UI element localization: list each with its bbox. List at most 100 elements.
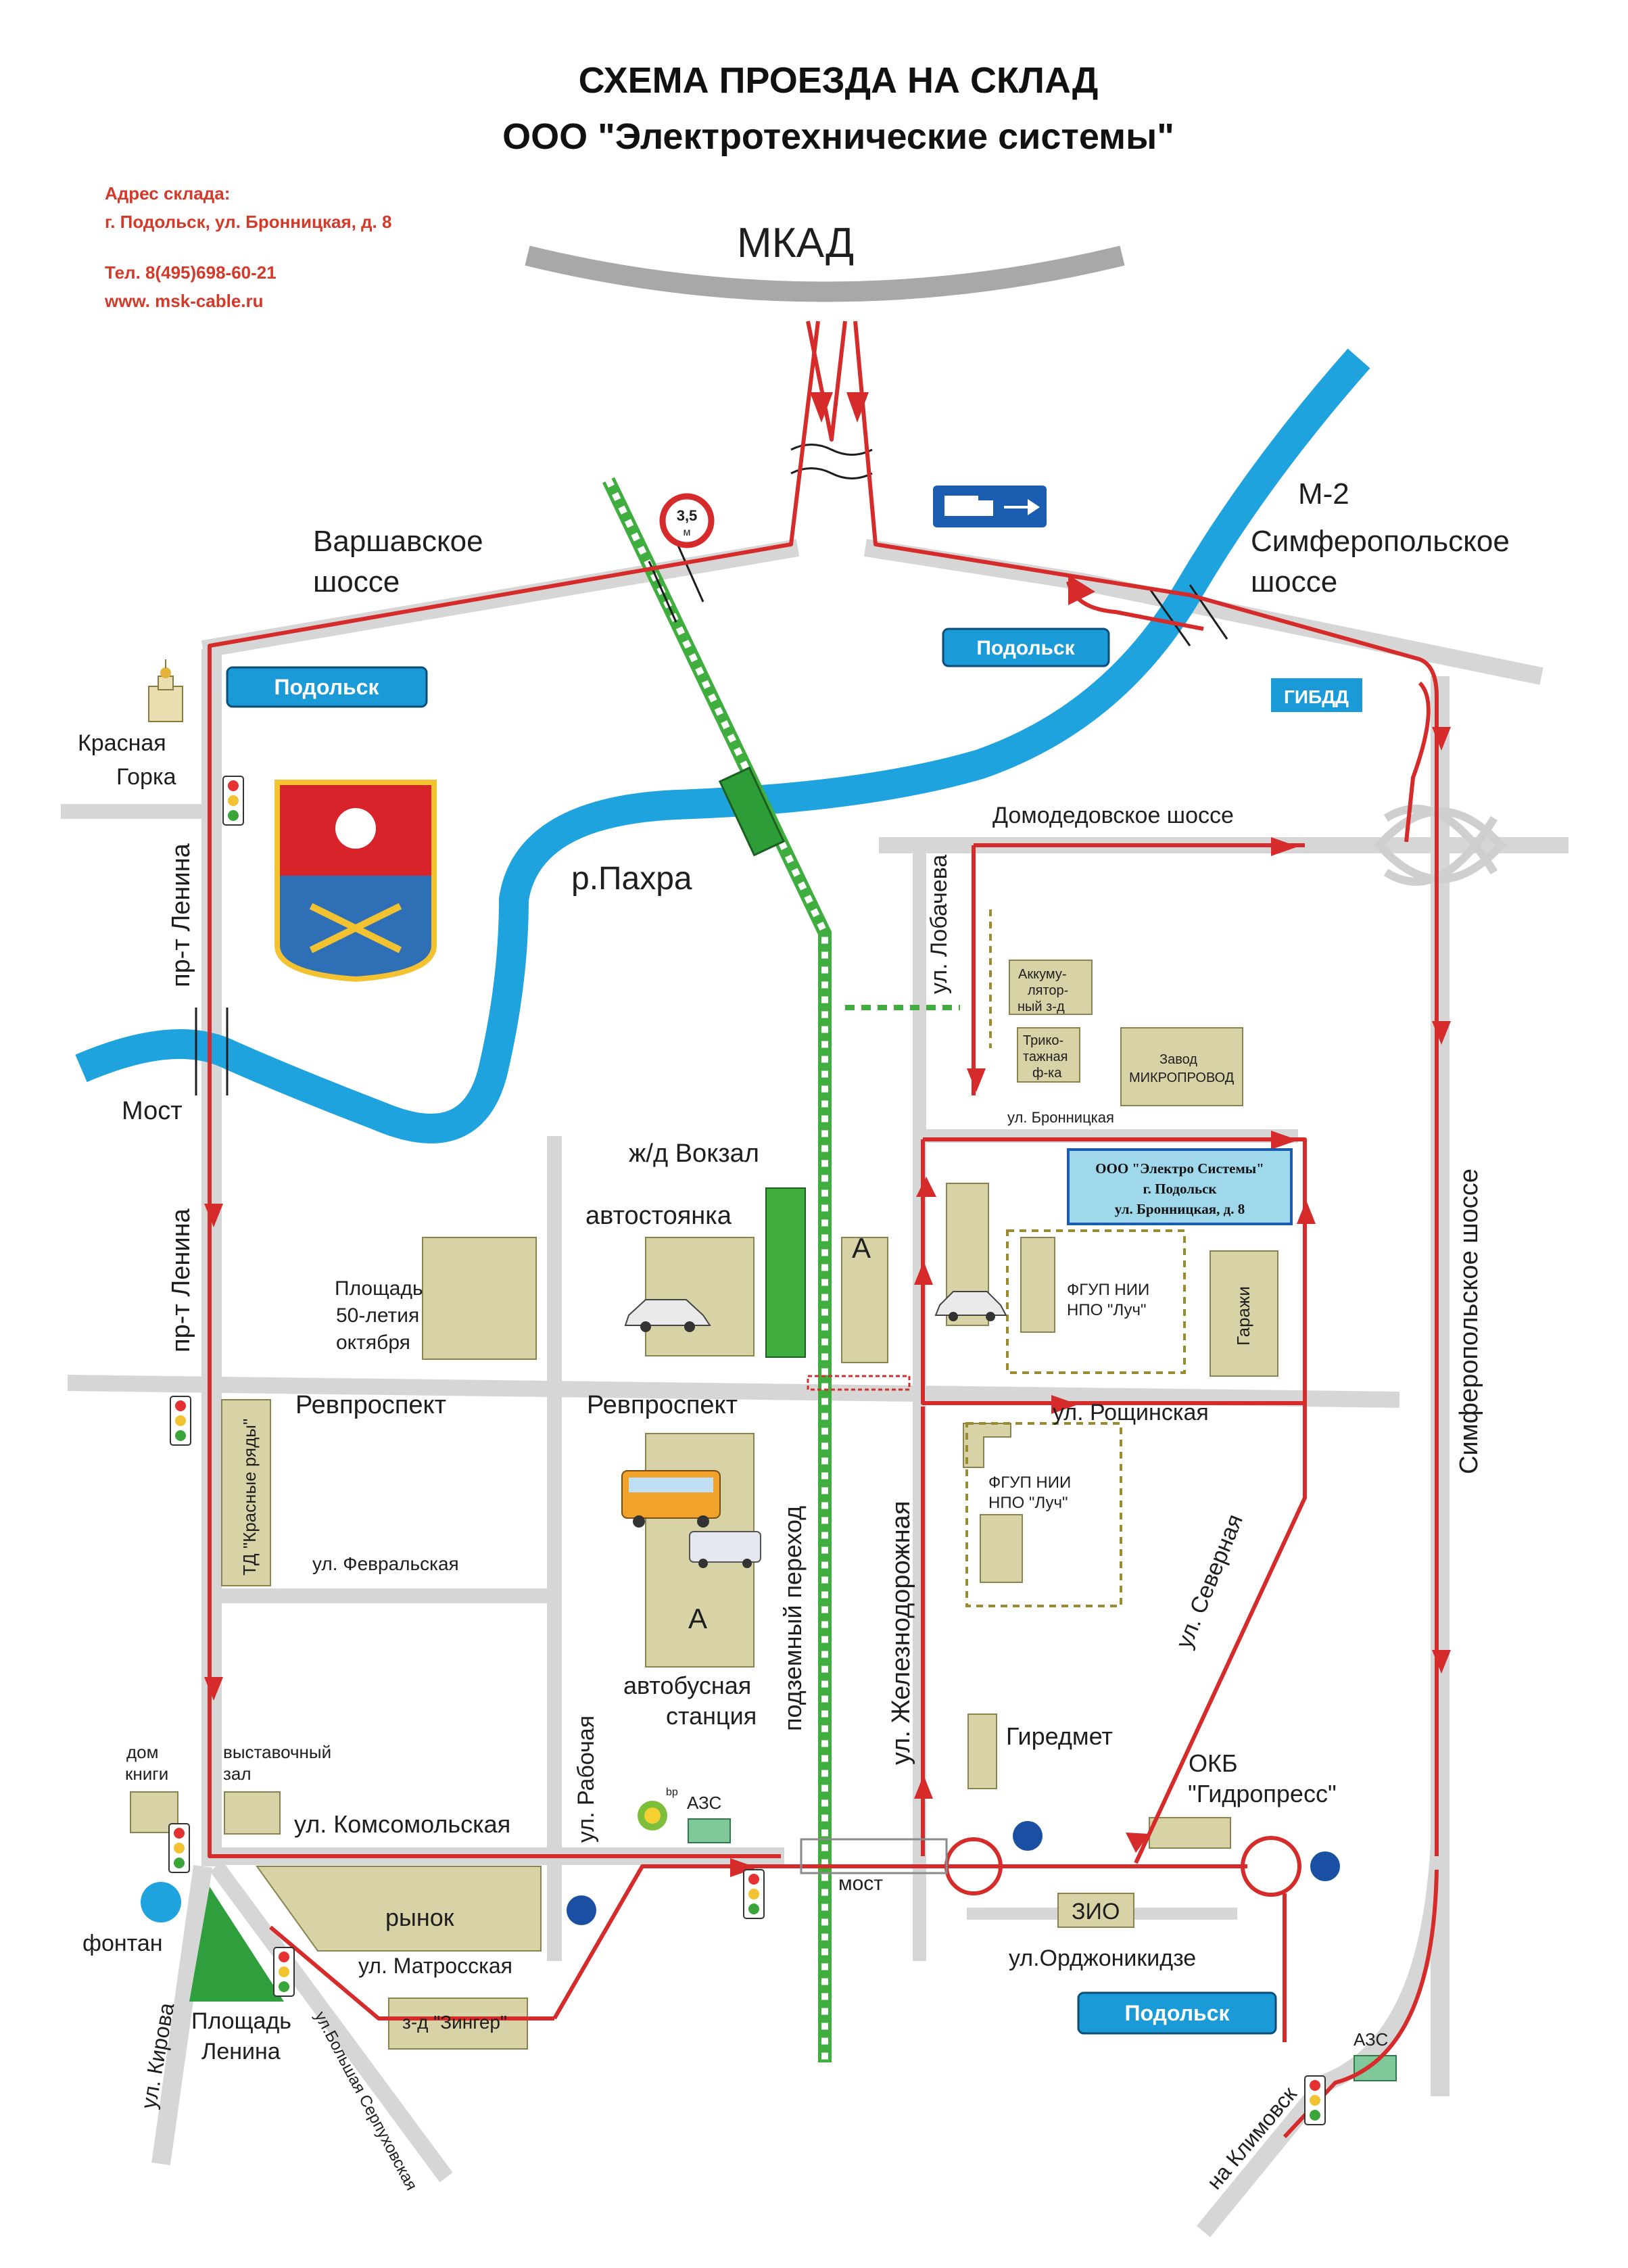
svg-text:октября: октября (336, 1331, 410, 1354)
svg-text:ф-ка: ф-ка (1032, 1066, 1062, 1081)
svg-text:Мост: Мост (122, 1097, 183, 1125)
akk-block (1009, 960, 1093, 1015)
ordzhonikidze-label: ул.Орджоникидзе (1009, 1945, 1196, 1971)
traffic-lights (168, 776, 1326, 2125)
traffic-light-icon (1304, 2075, 1326, 2125)
td-block (221, 1399, 271, 1586)
sign-podolsk-right: Подольск (942, 628, 1110, 667)
svg-text:50-летия: 50-летия (336, 1304, 419, 1327)
svg-text:Трико-: Трико- (1023, 1033, 1063, 1048)
roundabout-signs (567, 1821, 1340, 1925)
mkad-road (525, 245, 1125, 302)
roshchinskaya-label: ул. Рощинская (1053, 1400, 1209, 1425)
vyst-zal-block (224, 1791, 281, 1835)
traffic-light-icon (222, 776, 244, 826)
mikro-block (1120, 1027, 1243, 1106)
svg-text:ФГУП НИИ: ФГУП НИИ (1067, 1281, 1149, 1299)
lobacheva-label: ул. Лобачева (926, 855, 952, 994)
page-title-line1: СХЕМА ПРОЕЗДА НА СКЛАД (579, 60, 1099, 101)
svg-text:фонтан: фонтан (82, 1931, 163, 1956)
zheleznodorozhnaya-label: ул. Железнодорожная (887, 1501, 915, 1765)
traffic-light-icon (743, 1869, 765, 1919)
address-text: г. Подольск, ул. Бронницкая, д. 8 (105, 212, 391, 232)
svg-text:А: А (852, 1232, 871, 1264)
azs-left (688, 1818, 731, 1843)
station-platform (765, 1187, 806, 1358)
m2-road (863, 539, 1543, 685)
square-50-block (422, 1237, 537, 1360)
svg-text:НПО "Луч": НПО "Луч" (1067, 1301, 1146, 1319)
svg-text:МИКРОПРОВОД: МИКРОПРОВОД (1129, 1070, 1235, 1085)
simf-label: шоссе (1251, 565, 1337, 598)
car-icon (624, 1299, 711, 1332)
parking-block (645, 1237, 755, 1356)
svg-text:лятор-: лятор- (1028, 983, 1068, 998)
bottom-bridge (800, 1838, 948, 1874)
svg-text:дом: дом (126, 1742, 159, 1762)
svg-text:рынок: рынок (385, 1904, 454, 1931)
svg-text:книги: книги (125, 1764, 168, 1784)
platform-a-top (841, 1237, 888, 1363)
sign-podolsk-left: Подольск (226, 666, 428, 708)
lenina-top-label: пр-т Ленина (167, 843, 195, 987)
okb-block (1149, 1817, 1231, 1849)
svg-text:ул. Бронницкая, д. 8: ул. Бронницкая, д. 8 (1115, 1201, 1245, 1217)
site-link[interactable]: www. msk-cable.ru (104, 291, 264, 311)
trik-block (1017, 1027, 1080, 1083)
serpukhovskaya-road (210, 1861, 453, 2183)
fountain-icon (141, 1882, 181, 1922)
komsomolskaya-label: ул. Комсомольская (294, 1810, 510, 1838)
svg-text:НПО "Луч": НПО "Луч" (988, 1494, 1068, 1512)
river-pakhra (75, 348, 1370, 1143)
weight-limit-icon: 3,5 м (659, 493, 715, 548)
svg-text:мост: мост (838, 1872, 883, 1895)
svg-text:станция: станция (666, 1702, 757, 1730)
svg-text:bp: bp (666, 1787, 678, 1798)
traffic-light-icon (168, 1823, 190, 1873)
lenina-bottom-label: пр-т Ленина (167, 1208, 195, 1352)
varshavskoe-label: шоссе (313, 565, 400, 598)
bronnitskaya-label: ул. Бронницкая (1007, 1109, 1114, 1126)
traffic-light-icon (170, 1396, 191, 1446)
revprospekt-right-label: Ревпроспект (587, 1391, 738, 1419)
lenin-square (189, 1887, 284, 2002)
simf-vertical-label: Симферопольское шоссе (1455, 1168, 1483, 1474)
svg-text:г. Подольск: г. Подольск (1143, 1181, 1217, 1197)
svg-text:Красная: Красная (78, 730, 166, 756)
m2-label: М-2 (1298, 477, 1349, 511)
car-icon (934, 1291, 1007, 1321)
address-label: Адрес склада: (105, 183, 230, 204)
place-labels: Красная Горка Мост р.Пахра ж/д Вокзал ав… (78, 730, 1388, 2064)
traffic-light-icon (273, 1947, 295, 1997)
svg-text:Горка: Горка (116, 764, 176, 790)
svg-text:Ленина: Ленина (201, 2039, 281, 2064)
svg-text:ж/д Вокзал: ж/д Вокзал (629, 1139, 759, 1168)
sign-podolsk-bottom: Подольск (1077, 1991, 1277, 2035)
svg-text:подземный переход: подземный переход (779, 1506, 807, 1731)
zio-block (1057, 1893, 1134, 1928)
svg-text:Гиредмет: Гиредмет (1006, 1722, 1113, 1750)
roundabout-sign-icon (1310, 1851, 1340, 1881)
svg-text:Завод: Завод (1159, 1052, 1197, 1067)
varshavskoe-road (201, 539, 800, 658)
dashed-areas (965, 909, 1186, 1607)
roundabout-sign-icon (1013, 1821, 1043, 1851)
svg-text:ГИБДД: ГИБДД (1284, 686, 1349, 707)
giredmet-block (967, 1714, 997, 1789)
railway-bridge (718, 766, 786, 857)
roundabout-sign-icon (567, 1895, 596, 1925)
page-title-line2: ООО "Электротехнические системы" (502, 116, 1174, 157)
rabochaya-label: ул. Рабочая (573, 1716, 599, 1843)
svg-text:А: А (688, 1603, 707, 1634)
svg-text:"Гидропресс": "Гидропресс" (1188, 1780, 1337, 1808)
svg-text:Подольск: Подольск (1125, 2001, 1230, 2025)
destination-box: ООО "Электро Системы" г. Подольск ул. Бр… (1067, 1148, 1293, 1225)
fgup2-inner (980, 1514, 1023, 1583)
svg-text:автостоянка: автостоянка (585, 1202, 732, 1230)
matrosskaya-label: ул. Матросская (358, 1954, 512, 1978)
svg-text:м: м (684, 527, 691, 538)
interchange (1373, 805, 1507, 886)
kirova-road (151, 1865, 212, 2165)
truck-direction-icon (933, 486, 1047, 527)
